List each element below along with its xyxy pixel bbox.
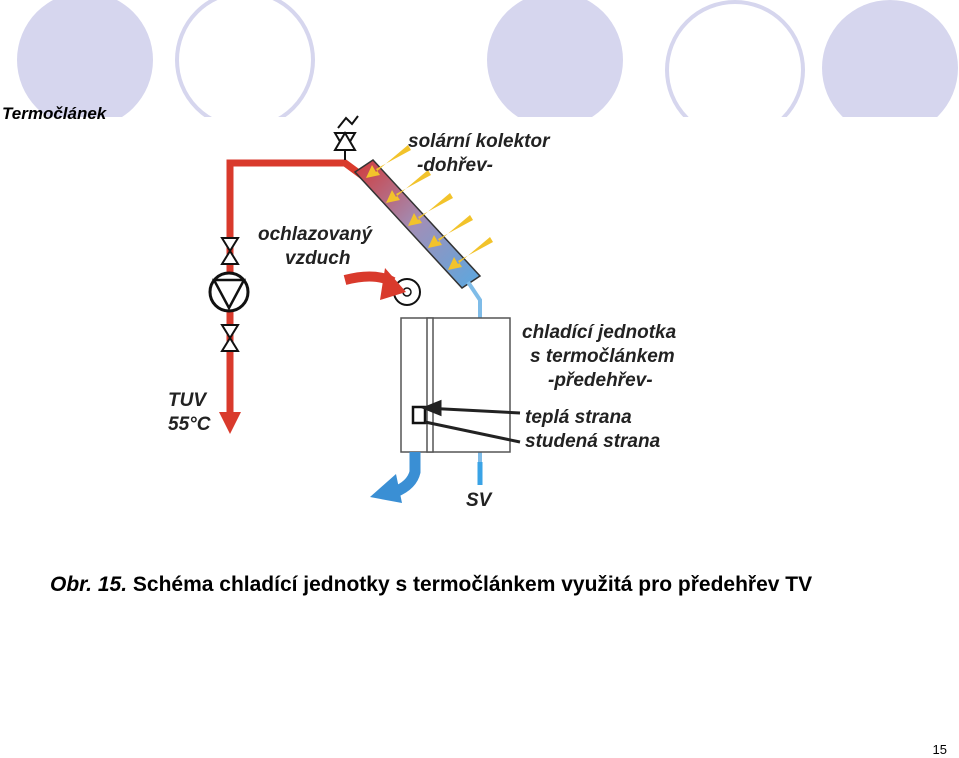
header-decoration <box>0 0 959 140</box>
label-cooled-air: ochlazovaný <box>258 224 373 245</box>
valve-icon <box>220 324 240 352</box>
label-sv: SV <box>466 490 493 511</box>
header-circle-filled <box>487 0 623 128</box>
label-cooling-unit: chladící jednotka <box>522 322 677 343</box>
label-solar-collector: solární kolektor <box>408 131 551 152</box>
sun-rays <box>366 145 493 270</box>
label-warm-side: teplá strana <box>525 407 632 428</box>
thermocouple-leads <box>420 399 521 444</box>
solar-collector <box>353 159 482 289</box>
slide-title: Termočlánek <box>2 104 107 123</box>
label-tuv-temperature: 55°C <box>168 414 211 435</box>
label-collector-heating: -dohřev- <box>417 155 493 176</box>
safety-valve-icon <box>333 115 359 160</box>
tuv-outlet-arrow <box>219 412 241 434</box>
header-circle-filled <box>17 0 153 128</box>
label-cold-side: studená strana <box>525 431 661 452</box>
label-air: vzduch <box>285 248 350 269</box>
caption-text: Schéma chladící jednotky s termočlánkem … <box>127 573 813 596</box>
valve-icon <box>220 237 240 265</box>
thermocouple-diagram: solární kolektor -dohřev- ochlazovaný vz… <box>168 115 677 511</box>
pump-icon <box>208 271 250 313</box>
header-circle-filled <box>822 0 958 136</box>
label-tuv: TUV <box>168 390 207 411</box>
figure-caption: Obr. 15. Schéma chladící jednotky s term… <box>50 573 812 597</box>
caption-number: Obr. 15. <box>50 573 128 596</box>
cold-air-outlet-arrow <box>370 452 421 503</box>
label-with-thermocouple: s termočlánkem <box>530 346 675 367</box>
cooling-unit <box>400 317 511 453</box>
label-preheat: -předehřev- <box>548 370 653 391</box>
page-number: 15 <box>932 742 947 757</box>
cooled-air-arrow <box>343 268 406 300</box>
